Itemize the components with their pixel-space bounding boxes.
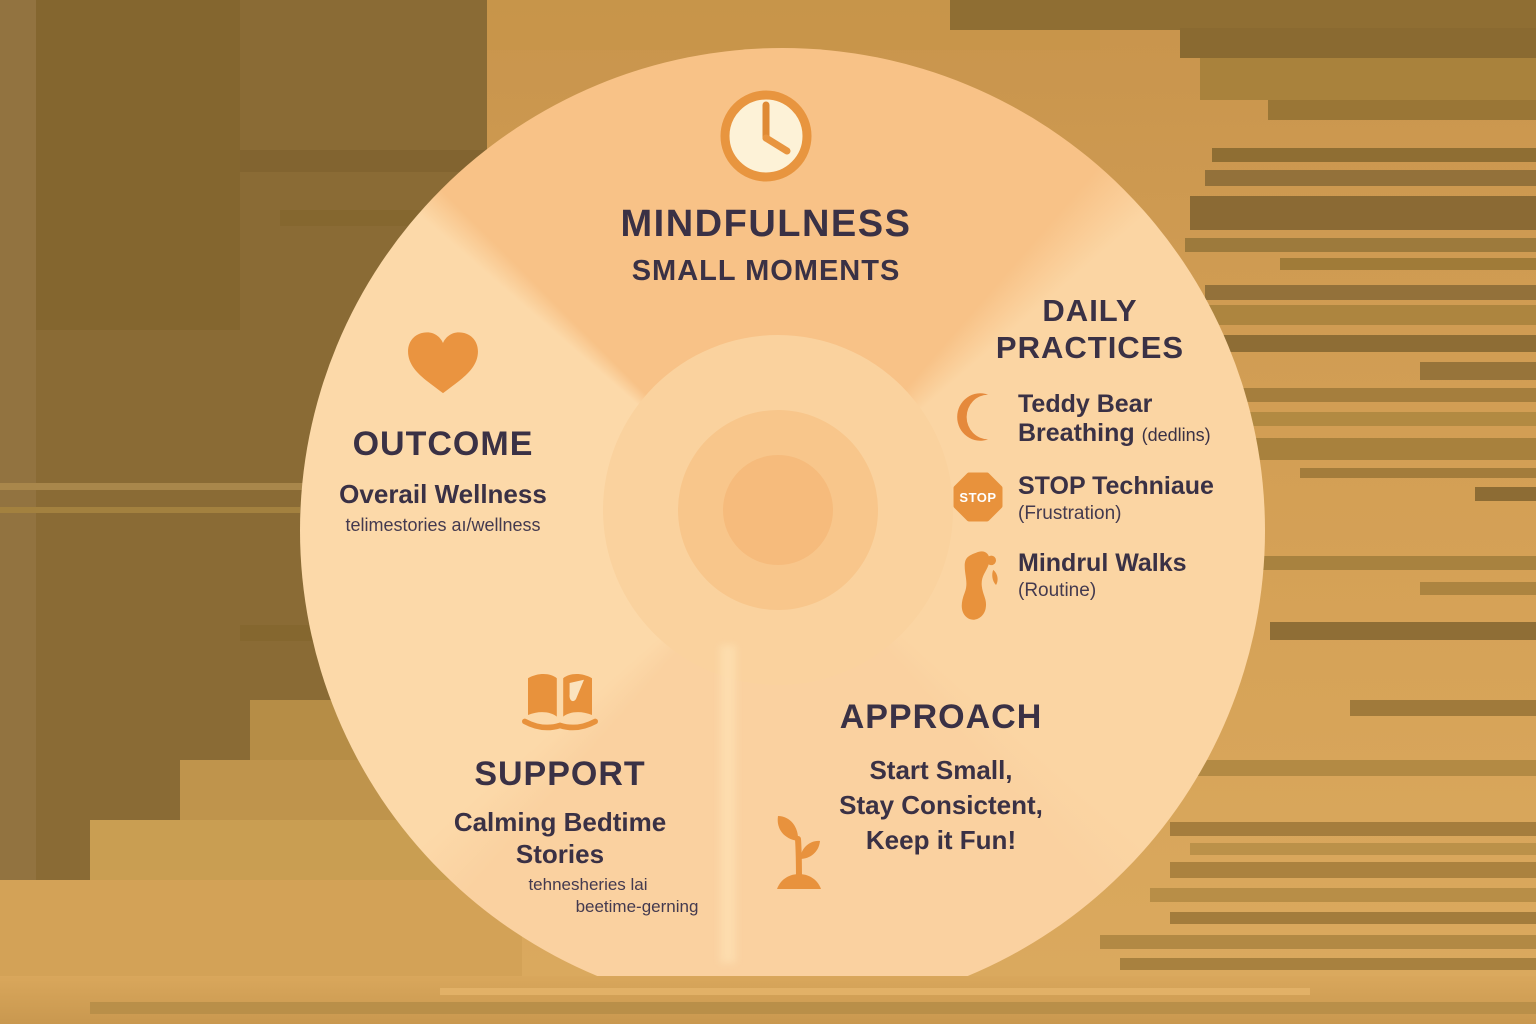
outcome-heading: OUTCOME bbox=[352, 425, 534, 463]
background-streak bbox=[1268, 100, 1536, 120]
section-mindfulness: MINDFULNESS SMALL MOMENTS bbox=[591, 88, 941, 288]
background-streak bbox=[1280, 258, 1536, 270]
background-streak bbox=[1205, 285, 1536, 300]
background-streak bbox=[1190, 196, 1536, 230]
background-streak bbox=[1120, 958, 1536, 970]
wheel-hub-inner-circle bbox=[723, 455, 833, 565]
background-streak bbox=[1205, 170, 1536, 186]
background-streak bbox=[1212, 148, 1536, 162]
background-streak bbox=[1150, 888, 1536, 902]
daily-practice-item: Teddy Bear Breathing (dedlins) bbox=[950, 390, 1211, 450]
footprint-icon bbox=[950, 549, 1006, 623]
background-streak bbox=[1185, 238, 1536, 252]
background-bottom-band bbox=[0, 976, 1536, 1024]
clock-icon bbox=[718, 90, 814, 188]
support-note-line2: beetime-gerning bbox=[575, 897, 699, 916]
background-streak bbox=[1350, 700, 1536, 716]
background-streak bbox=[1170, 862, 1536, 878]
bottom-band-light-line bbox=[440, 988, 1310, 995]
section-support: SUPPORT Calming Bedtime Stories tehneshe… bbox=[410, 670, 710, 918]
background-streak bbox=[1420, 582, 1536, 595]
background-streak bbox=[1300, 468, 1536, 478]
background-left-top-block bbox=[36, 0, 240, 330]
background-streak bbox=[1190, 843, 1536, 855]
background-streak bbox=[1270, 622, 1536, 640]
wheel-subtitle: SMALL MOMENTS bbox=[631, 255, 901, 287]
background-streak bbox=[1100, 935, 1536, 949]
daily-practice-item: STOP STOP Techniaue (Frustration) bbox=[950, 472, 1214, 527]
background-streak bbox=[1185, 388, 1536, 402]
background-streak bbox=[1420, 362, 1536, 380]
background-streak bbox=[1185, 438, 1536, 460]
wheel-title: MINDFULNESS bbox=[620, 203, 912, 245]
practice-title: Mindrul Walks bbox=[1018, 549, 1187, 577]
heart-icon bbox=[405, 332, 481, 400]
bottom-band-dark-line bbox=[90, 1002, 1536, 1014]
practice-title-line2: Breathing bbox=[1018, 419, 1135, 447]
background-streak bbox=[1170, 822, 1536, 836]
sprout-icon bbox=[772, 805, 826, 894]
support-subtitle-line1: Calming Bedtime bbox=[453, 807, 667, 837]
support-heading: SUPPORT bbox=[474, 755, 646, 793]
background-streak bbox=[950, 0, 1536, 30]
background-streak bbox=[1170, 912, 1536, 924]
support-note-line1: tehnesheries lai bbox=[528, 875, 648, 894]
background-streak bbox=[0, 483, 312, 490]
approach-line: Keep it Fun! bbox=[865, 825, 1017, 855]
daily-practices-heading-line1: DAILY bbox=[1042, 293, 1138, 328]
practice-title: STOP Techniaue bbox=[1018, 472, 1214, 500]
practice-note: (Frustration) bbox=[1018, 503, 1122, 524]
background-streak bbox=[1475, 487, 1536, 501]
stop-sign-label: STOP bbox=[959, 489, 997, 505]
approach-line: Start Small, bbox=[869, 755, 1013, 785]
support-subtitle-line2: Stories bbox=[515, 839, 605, 869]
outcome-note: telimestories aı/wellness bbox=[345, 515, 541, 535]
practice-title-line1: Teddy Bear bbox=[1018, 390, 1153, 418]
background-streak bbox=[0, 507, 300, 513]
background-streak bbox=[1200, 58, 1536, 100]
section-outcome: OUTCOME Overail Wellness telimestories a… bbox=[293, 328, 593, 536]
practice-note: (Routine) bbox=[1018, 580, 1097, 601]
crescent-moon-icon bbox=[950, 390, 1006, 444]
background-streak bbox=[1185, 556, 1536, 570]
approach-line: Stay Consictent, bbox=[839, 790, 1043, 820]
background-streak bbox=[1180, 412, 1536, 426]
practice-note: (dedlins) bbox=[1141, 425, 1211, 445]
background-streak bbox=[1180, 305, 1536, 325]
stop-sign-icon: STOP bbox=[953, 472, 1003, 522]
section-daily-practices-heading: DAILY PRACTICES bbox=[960, 292, 1220, 366]
background-streak bbox=[240, 150, 487, 172]
approach-heading: APPROACH bbox=[839, 698, 1043, 736]
outcome-subtitle: Overail Wellness bbox=[339, 479, 547, 509]
background-streak bbox=[1190, 335, 1536, 352]
background-streak bbox=[1150, 760, 1536, 776]
daily-practice-item: Mindrul Walks (Routine) bbox=[950, 549, 1187, 623]
section-approach: APPROACH Start Small, Stay Consictent, K… bbox=[777, 698, 1094, 889]
background-streak bbox=[1180, 28, 1536, 58]
daily-practices-heading-line2: PRACTICES bbox=[995, 330, 1185, 365]
open-book-icon bbox=[520, 673, 600, 740]
wheel-bottom-divider bbox=[720, 645, 736, 963]
mindfulness-wheel bbox=[300, 48, 1265, 1013]
